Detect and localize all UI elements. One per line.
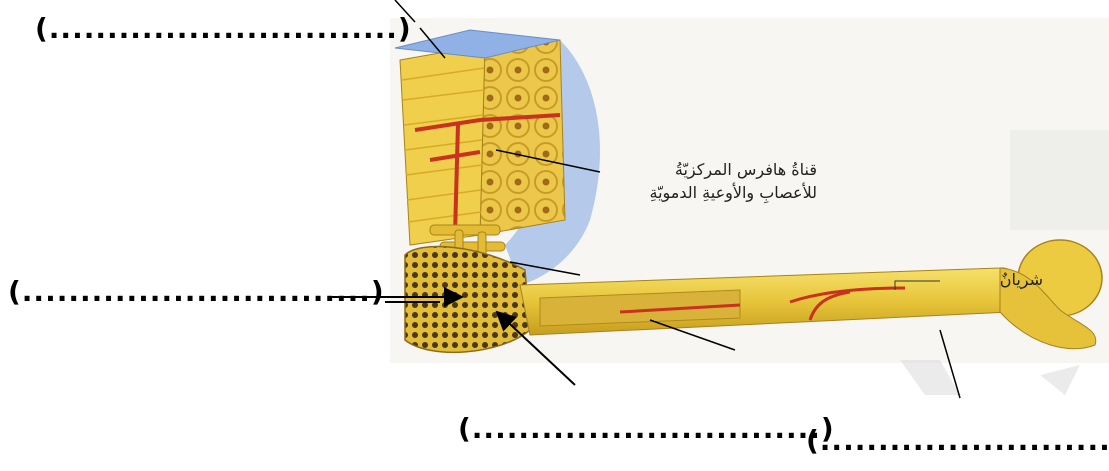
label-blank-middle-left: (..............................) <box>8 275 385 308</box>
label-haversian-canal-line2: للأعصابِ والأوعيةِ الدمويّةِ <box>649 183 817 202</box>
label-haversian-canal-line1: قناةُ هافرس المركزيّةُ <box>675 160 817 179</box>
faint-page-patch <box>1010 130 1109 230</box>
watermark-shape <box>1040 365 1080 395</box>
label-artery: شريانٌ <box>1000 270 1043 289</box>
label-blank-bottom-right: (..............................) <box>806 424 1109 457</box>
label-blank-top-left: (..............................) <box>35 12 412 45</box>
label-blank-bottom-center: (..............................) <box>458 412 835 445</box>
compact-bone-block-side <box>480 40 565 235</box>
